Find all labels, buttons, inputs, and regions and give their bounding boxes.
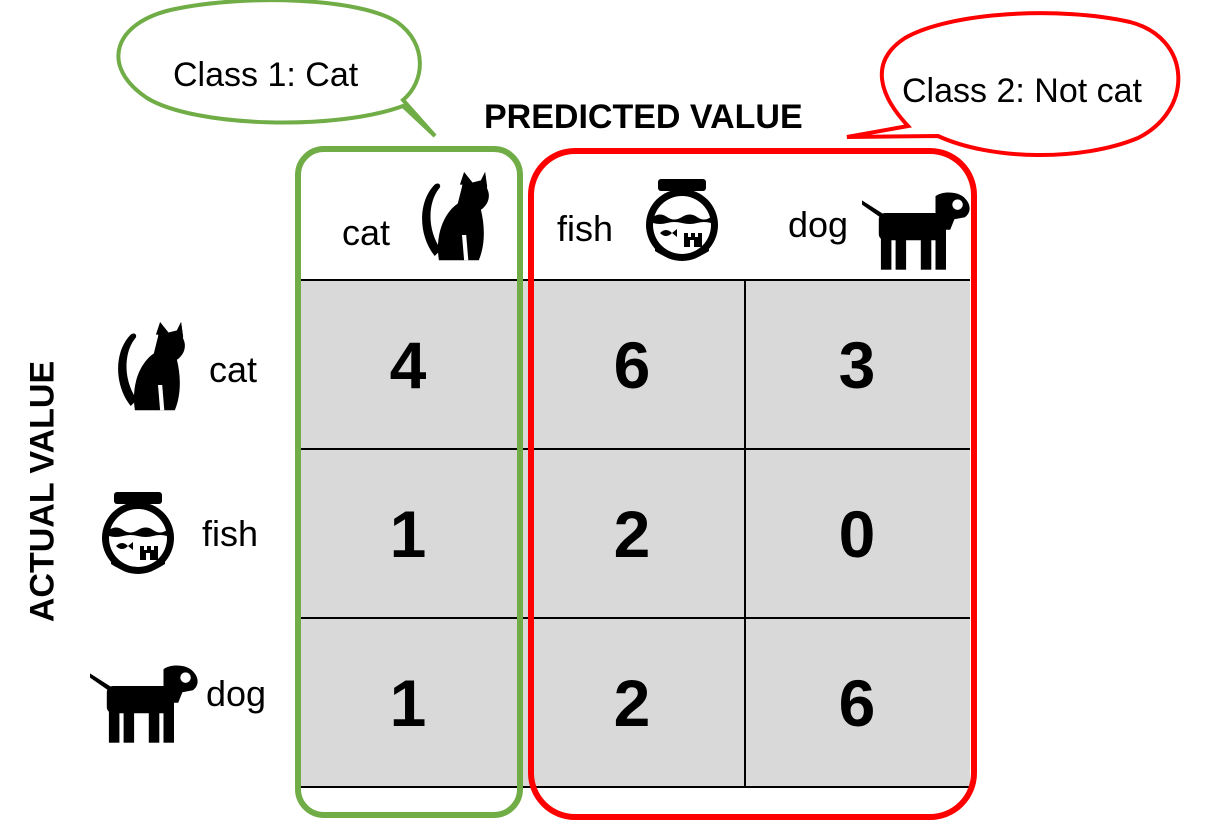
class-2-label: Class 2: Not cat (902, 72, 1142, 110)
class-1-label: Class 1: Cat (173, 56, 359, 94)
matrix-cell: 2 (613, 497, 651, 571)
row-label-dog: dog (206, 673, 267, 714)
column-label-fish: fish (557, 208, 614, 249)
column-label-dog: dog (788, 204, 849, 245)
column-label-cat: cat (342, 212, 391, 253)
actual-value-title: ACTUAL VALUE (23, 360, 62, 623)
matrix-cell: 1 (389, 666, 427, 740)
class-2-callout (846, 11, 1181, 158)
cat-icon (422, 172, 489, 261)
matrix-cell: 0 (838, 497, 876, 571)
matrix-cell: 2 (613, 666, 651, 740)
fishbowl-icon (102, 492, 174, 574)
matrix-cell: 4 (389, 328, 427, 402)
dog-icon (90, 665, 198, 743)
predicted-value-title: PREDICTED VALUE (484, 98, 803, 136)
class-1-highlight-box (295, 146, 523, 818)
matrix-cells-background (300, 280, 970, 787)
matrix-cell: 6 (613, 328, 651, 402)
dog-icon (862, 192, 970, 270)
matrix-cell: 1 (389, 497, 427, 571)
matrix-cell: 3 (838, 328, 876, 402)
row-label-cat: cat (209, 349, 258, 390)
fishbowl-icon (646, 179, 718, 261)
row-label-fish: fish (202, 513, 259, 554)
cat-icon (118, 322, 185, 411)
class-2-highlight-box (528, 148, 977, 820)
matrix-cell: 6 (838, 666, 876, 740)
class-1-callout (116, 0, 437, 138)
